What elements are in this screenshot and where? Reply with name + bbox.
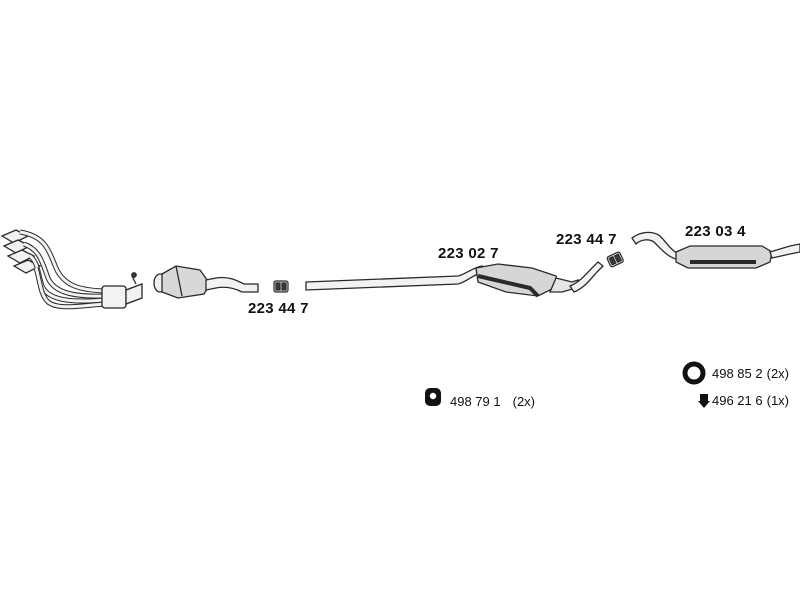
- accessory-ring-qty: (2x): [766, 366, 789, 381]
- accessory-hanger-number: 496 21 6: [712, 393, 763, 408]
- rear-box-number: 223 03 4: [685, 223, 746, 240]
- clamp-front: [273, 280, 289, 293]
- clamp-rear-number: 223 44 7: [556, 231, 617, 248]
- accessory-mount-number: 498 79 1: [450, 394, 501, 409]
- rubber-hanger-icon: [698, 394, 710, 408]
- clamp-front-number: 223 44 7: [248, 300, 309, 317]
- exhaust-manifold: [0, 229, 143, 310]
- rubber-ring-icon: [682, 361, 706, 385]
- rear-silencer: [631, 231, 800, 269]
- accessory-ring-row: 498 85 2 (2x): [706, 366, 789, 381]
- clamp-rear: [606, 251, 624, 268]
- middle-box-number: 223 02 7: [438, 245, 499, 262]
- accessory-mount-row: 498 79 1 (2x): [444, 394, 535, 409]
- accessory-ring-number: 498 85 2: [712, 366, 763, 381]
- accessory-hanger-row: 496 21 6 (1x): [706, 393, 789, 408]
- accessory-hanger-qty: (1x): [766, 393, 789, 408]
- middle-silencer: [305, 261, 604, 298]
- accessory-mount-qty: (2x): [512, 394, 535, 409]
- catalytic-converter: [153, 265, 259, 299]
- rubber-mount-icon: [425, 388, 441, 406]
